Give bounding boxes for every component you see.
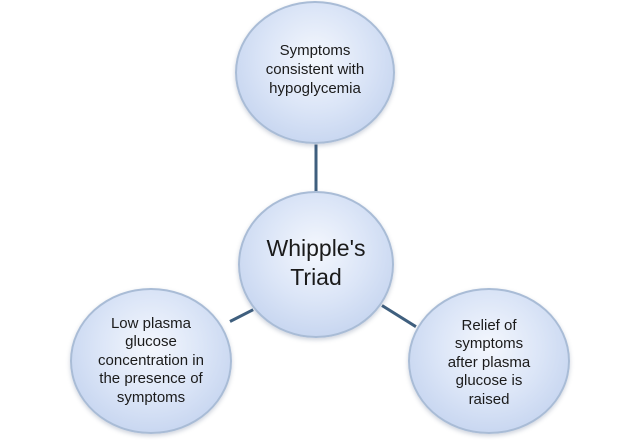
connector-center-left [229, 308, 254, 323]
node-center: Whipple's Triad [238, 191, 394, 338]
connector-center-top [314, 144, 318, 195]
node-low-glucose-label: Low plasma glucose concentration in the … [98, 314, 204, 406]
center-title: Whipple's Triad [266, 235, 366, 290]
node-relief-label: Relief of symptoms after plasma glucose … [447, 316, 531, 408]
node-symptoms: Symptoms consistent with hypoglycemia [235, 1, 395, 144]
node-low-glucose: Low plasma glucose concentration in the … [70, 288, 232, 434]
node-relief: Relief of symptoms after plasma glucose … [408, 288, 570, 434]
node-symptoms-label: Symptoms consistent with hypoglycemia [265, 42, 365, 97]
connector-center-right [381, 304, 417, 328]
